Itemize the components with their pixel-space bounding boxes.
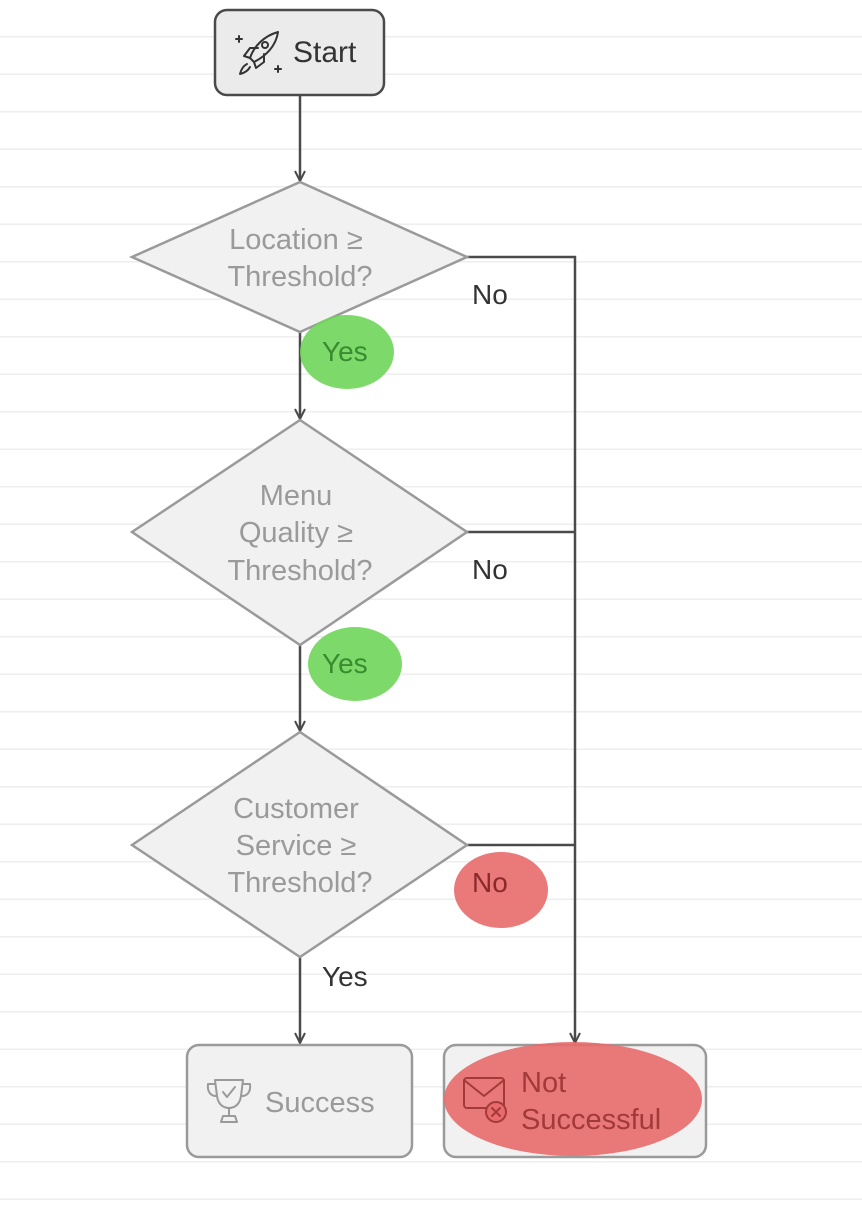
not-successful-line-1: Not	[521, 1067, 566, 1099]
decision-location-text: Location ≥ Threshold?	[227, 224, 372, 293]
edge-label-yes-2: Yes	[322, 648, 368, 679]
decision-customer-line-3: Threshold?	[227, 867, 372, 899]
decision-menu-line-3: Threshold?	[227, 555, 372, 587]
trophy-icon	[206, 1079, 252, 1123]
decision-customer-text: Customer Service ≥ Threshold?	[227, 793, 372, 899]
success-label: Success	[265, 1087, 375, 1119]
decision-customer-service[interactable]: Customer Service ≥ Threshold?	[129, 730, 470, 959]
edge-label-no-2: No	[472, 554, 508, 585]
decision-location-line-2: Threshold?	[227, 261, 372, 293]
no-highlight-3	[454, 852, 548, 928]
decision-menu-line-2: Quality ≥	[239, 517, 353, 549]
decision-customer-line-1: Customer	[233, 793, 359, 825]
start-label: Start	[293, 36, 357, 69]
connectors	[300, 95, 575, 1043]
not-successful-node[interactable]: Not Successful	[442, 1042, 708, 1159]
rocket-icon	[235, 31, 282, 75]
decision-menu-quality[interactable]: Menu Quality ≥ Threshold?	[129, 418, 470, 647]
not-successful-text: Not Successful	[521, 1067, 661, 1136]
success-node[interactable]: Success	[185, 1043, 414, 1159]
edge-label-yes-1: Yes	[322, 336, 368, 367]
decision-location-line-1: Location ≥	[229, 224, 363, 256]
edge-location-no	[467, 255, 577, 532]
not-successful-line-2: Successful	[521, 1104, 661, 1136]
decision-menu-line-1: Menu	[260, 480, 333, 512]
yes-highlight-2	[308, 627, 402, 701]
yes-highlight-1	[300, 315, 394, 389]
edge-label-no-1: No	[472, 279, 508, 310]
start-node[interactable]: Start	[213, 8, 386, 97]
edge-label-yes-3: Yes	[322, 961, 368, 992]
mail-error-icon	[463, 1077, 507, 1123]
not-successful-highlight	[444, 1042, 702, 1156]
decision-menu-text: Menu Quality ≥ Threshold?	[227, 480, 372, 587]
decision-location[interactable]: Location ≥ Threshold?	[128, 180, 471, 334]
edge-label-no-3: No	[472, 867, 508, 898]
decision-customer-line-2: Service ≥	[236, 830, 357, 862]
